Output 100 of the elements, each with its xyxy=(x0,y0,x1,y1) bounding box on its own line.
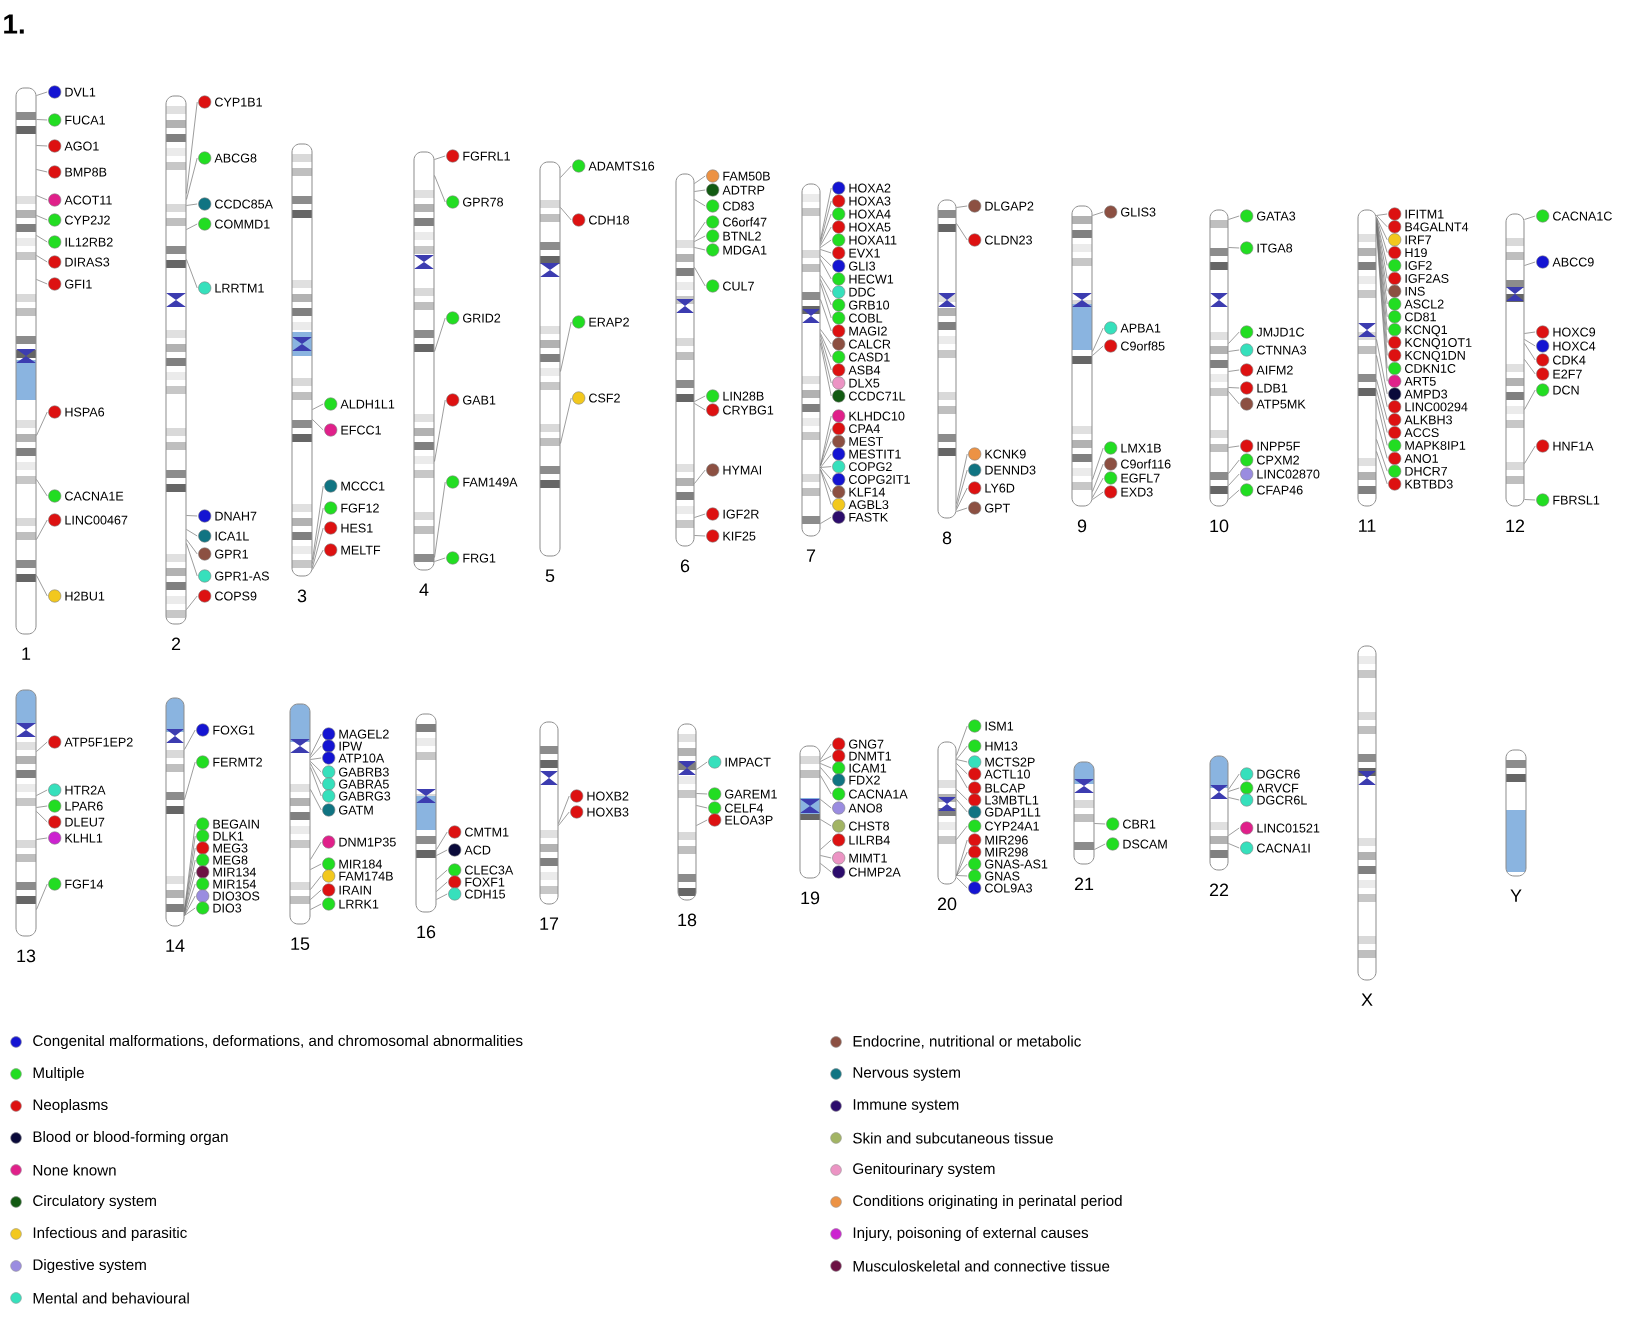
chromosome: 12 xyxy=(1505,213,1525,533)
chromosome: 8 xyxy=(937,199,957,545)
leader-line xyxy=(558,811,570,826)
chromosome: 7 xyxy=(801,183,821,562)
leader-line xyxy=(36,215,48,221)
leader-line xyxy=(1524,359,1536,375)
leader-line xyxy=(1228,459,1240,474)
leader-line xyxy=(310,863,322,870)
leader-line xyxy=(36,805,48,808)
leader-line xyxy=(1228,445,1240,448)
leader-line xyxy=(1228,387,1240,389)
leader-line xyxy=(558,795,570,824)
leader-line xyxy=(36,575,48,597)
leader-line xyxy=(1092,447,1104,480)
leader-line xyxy=(186,203,198,206)
panel-label: 1. xyxy=(4,14,24,34)
leader-line xyxy=(36,411,48,436)
leader-line xyxy=(184,871,196,914)
leader-line xyxy=(1228,331,1240,344)
leader-line xyxy=(36,479,48,497)
leader-line xyxy=(36,811,48,823)
leader-line xyxy=(820,259,832,280)
node-label: 22 xyxy=(1209,883,1229,897)
leader-line xyxy=(1228,349,1240,352)
leader-line xyxy=(1376,215,1388,228)
leader-line xyxy=(1228,489,1240,500)
leader-line xyxy=(1524,339,1536,347)
leader-line xyxy=(560,397,572,444)
leader-line xyxy=(694,535,706,537)
leader-line xyxy=(184,729,196,750)
leader-line xyxy=(434,481,446,558)
leader-line xyxy=(184,847,196,912)
leader-line xyxy=(820,239,832,248)
leader-line xyxy=(1094,823,1106,825)
leader-line xyxy=(820,213,832,244)
leader-line xyxy=(1228,473,1240,486)
chromosome: 11 xyxy=(1357,209,1377,532)
chromosome: 2 xyxy=(165,95,187,651)
leader-line xyxy=(560,165,572,178)
leader-line xyxy=(956,851,968,876)
leader-line xyxy=(1228,843,1240,849)
leader-line xyxy=(310,889,322,900)
leader-line xyxy=(820,275,832,293)
leader-line xyxy=(694,395,706,402)
leader-line xyxy=(186,157,198,200)
leader-line xyxy=(820,767,832,781)
leader-line xyxy=(820,863,832,873)
leader-line xyxy=(1376,219,1388,266)
node-label: 8 xyxy=(942,531,952,545)
node-label: 3 xyxy=(297,589,307,603)
leader-line xyxy=(820,249,832,254)
leader-line xyxy=(184,823,196,910)
leader-line xyxy=(956,839,968,876)
leader-line xyxy=(696,805,708,809)
leader-line xyxy=(694,403,706,411)
leader-line xyxy=(1376,217,1388,253)
leader-line xyxy=(36,169,48,173)
leader-line xyxy=(694,199,706,207)
node-label: 13 xyxy=(17,949,36,963)
node-label: 15 xyxy=(291,937,310,951)
leader-line xyxy=(36,519,48,540)
leader-line xyxy=(820,441,832,466)
leader-line xyxy=(184,761,196,800)
leader-line xyxy=(312,507,324,564)
leader-line xyxy=(820,799,832,809)
leader-line xyxy=(184,835,196,912)
chromosome: 5 xyxy=(539,161,561,583)
leader-line xyxy=(820,187,832,240)
node-label: 12 xyxy=(1506,519,1525,533)
leader-line xyxy=(184,895,196,916)
leader-line xyxy=(820,467,832,480)
leader-line xyxy=(36,91,48,96)
leader-line xyxy=(1092,345,1104,356)
leader-line xyxy=(956,799,968,813)
leader-line xyxy=(694,513,706,518)
leader-line xyxy=(36,145,48,147)
leader-line xyxy=(820,255,832,267)
node-label: 21 xyxy=(1074,877,1094,891)
leader-line xyxy=(312,485,324,560)
leader-line xyxy=(434,155,446,160)
node-label: 2 xyxy=(171,637,181,651)
leader-line xyxy=(36,789,48,796)
leader-line xyxy=(696,761,708,770)
chromosome: 1 xyxy=(15,87,37,660)
leader-line xyxy=(820,855,832,859)
leader-line xyxy=(310,767,322,797)
leader-line xyxy=(312,419,324,431)
leader-line xyxy=(956,759,968,763)
leader-line xyxy=(186,223,198,230)
leader-line xyxy=(560,207,572,221)
leader-line xyxy=(1376,213,1388,216)
leader-line xyxy=(1228,787,1240,792)
leader-line xyxy=(820,335,832,371)
chromosome: X xyxy=(1357,645,1377,1006)
leader-line xyxy=(186,539,198,555)
leader-line xyxy=(820,469,832,505)
leader-line xyxy=(956,769,968,789)
leader-line xyxy=(310,763,322,785)
node-label: Y xyxy=(1510,889,1522,902)
leader-line xyxy=(1092,327,1104,352)
